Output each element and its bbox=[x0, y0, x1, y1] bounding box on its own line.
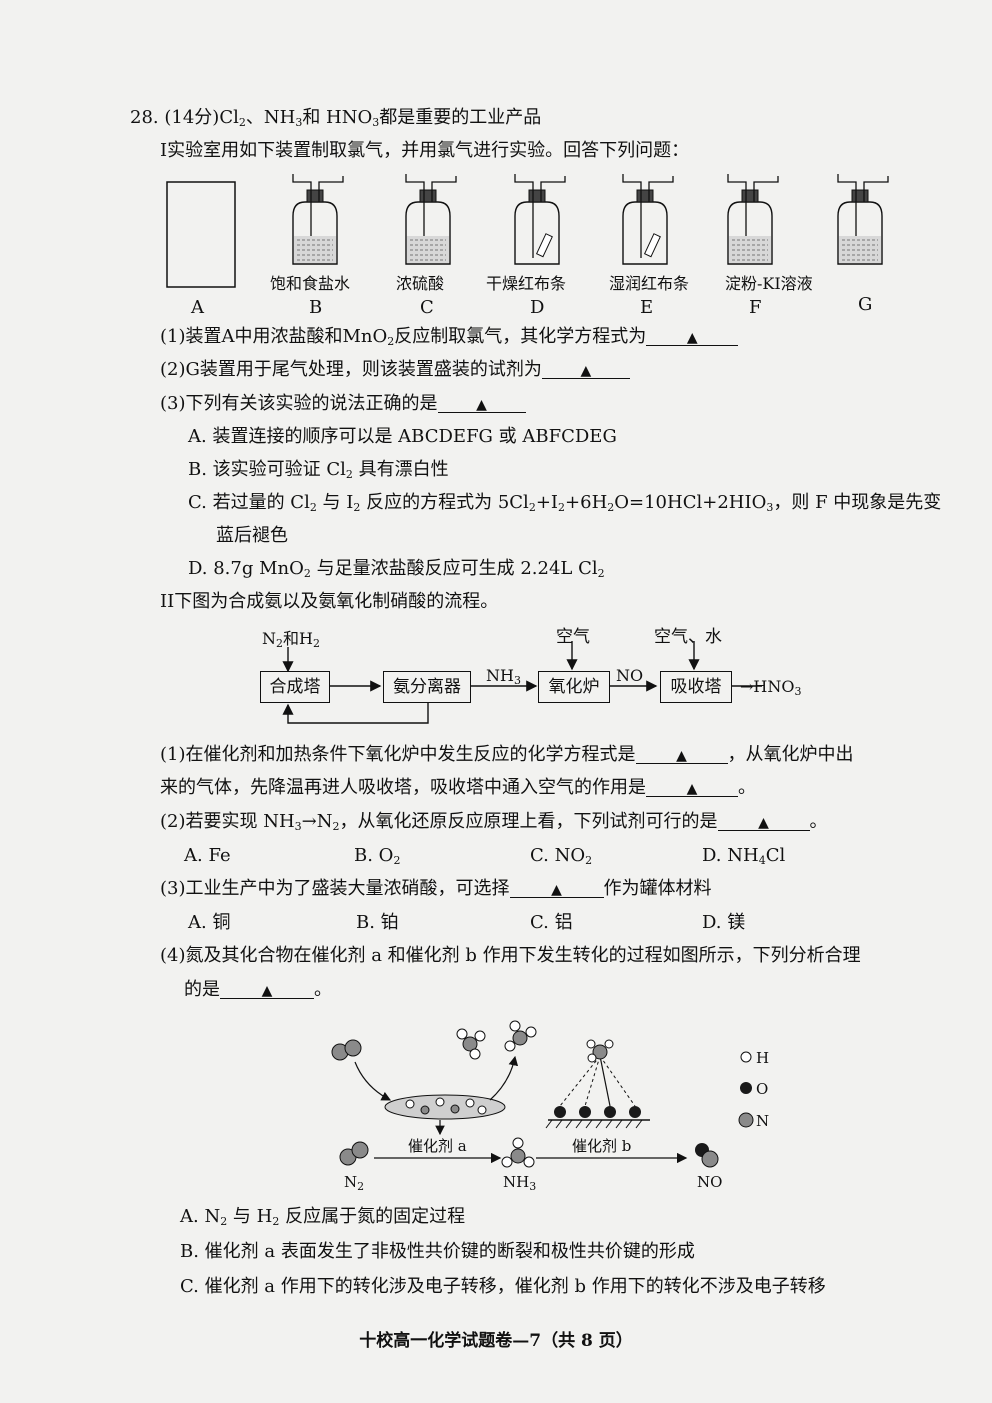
answer-blank-p1q3[interactable]: ▲ bbox=[437, 392, 526, 413]
p2-q3-option-c: C. 铝 bbox=[530, 912, 573, 933]
apparatus-letter-b: B bbox=[309, 297, 323, 318]
n2-molecule-top bbox=[331, 1039, 362, 1061]
gas-bottle-c bbox=[405, 174, 457, 265]
p2-q1-line1: (1)在催化剂和加热条件下氧化炉中发生反应的化学方程式是▲，从氧化炉中出 bbox=[160, 743, 854, 765]
p1-q1: (1)装置A中用浓盐酸和MnO2反应制取氯气，其化学方程式为▲ bbox=[160, 325, 739, 349]
n2-molecule-bottom bbox=[339, 1141, 369, 1166]
legend-h-label: H bbox=[756, 1049, 770, 1067]
gas-bottle-f bbox=[727, 174, 779, 265]
p2-q2-option-c: C. NO2 bbox=[530, 845, 593, 867]
label-no: NO bbox=[697, 1173, 723, 1191]
flow-box-absorption-tower: 吸收塔 bbox=[660, 671, 732, 703]
part1-title: I实验室用如下装置制取氯气，并用氯气进行实验。回答下列问题： bbox=[160, 140, 690, 161]
gas-bottle-d bbox=[514, 174, 566, 265]
catalyst-diagram bbox=[331, 1020, 754, 1168]
label-catalyst-b: 催化剂 b bbox=[572, 1137, 632, 1155]
p1-q3-option-b: B. 该实验可验证 Cl2 具有漂白性 bbox=[188, 459, 449, 481]
p2-q3-option-d: D. 镁 bbox=[702, 912, 746, 933]
flow-input-n2-h2: N2和H2 bbox=[262, 629, 320, 650]
apparatus-letter-d: D bbox=[530, 297, 545, 318]
legend-o-label: O bbox=[756, 1080, 769, 1098]
p2-q4-option-a: A. N2 与 H2 反应属于氮的固定过程 bbox=[180, 1206, 466, 1228]
p2-q4-line1: (4)氮及其化合物在催化剂 a 和催化剂 b 作用下发生转化的过程如图所示，下列… bbox=[160, 945, 861, 966]
gas-bottle-g bbox=[837, 174, 889, 265]
catalyst-a-surface bbox=[384, 1094, 506, 1120]
p2-q1-line2: 来的气体，先降温再进人吸收塔，吸收塔中通入空气的作用是▲。 bbox=[160, 776, 756, 798]
no-molecule-bottom bbox=[695, 1143, 719, 1168]
nh3-molecule-top-1 bbox=[456, 1028, 486, 1060]
catalyst-b-surface bbox=[545, 1039, 650, 1129]
apparatus-letter-g: G bbox=[858, 294, 873, 315]
apparatus-label-b: 饱和食盐水 bbox=[270, 274, 351, 293]
apparatus-letter-f: F bbox=[749, 297, 762, 318]
nh3-molecule-bottom bbox=[501, 1137, 535, 1168]
p2-q4-option-c: C. 催化剂 a 作用下的转化涉及电子转移，催化剂 b 作用下的转化不涉及电子转… bbox=[180, 1276, 826, 1297]
answer-blank-p1q2[interactable]: ▲ bbox=[541, 358, 630, 379]
p1-q3-option-a: A. 装置连接的顺序可以是 ABCDEFG 或 ABFCDEG bbox=[188, 426, 617, 447]
question-header: 28. (14分)Cl2、NH3和 HNO3都是重要的工业产品 bbox=[130, 107, 542, 129]
atom-legend bbox=[738, 1051, 754, 1128]
p1-q2: (2)G装置用于尾气处理，则该装置盛装的试剂为▲ bbox=[160, 358, 630, 382]
p2-q2-option-b: B. O2 bbox=[354, 845, 401, 867]
p2-q4-option-b: B. 催化剂 a 表面发生了非极性共价键的断裂和极性共价键的形成 bbox=[180, 1241, 695, 1262]
apparatus-a-box bbox=[166, 181, 236, 288]
flow-label-nh3: NH3 bbox=[486, 666, 521, 687]
p2-q4-line2: 的是▲。 bbox=[184, 978, 332, 1000]
p2-q2-option-d: D. NH4Cl bbox=[702, 845, 786, 867]
apparatus-label-c: 浓硫酸 bbox=[396, 274, 445, 293]
flow-label-no: NO bbox=[616, 666, 644, 685]
p1-q3-option-c-cont: 蓝后褪色 bbox=[216, 525, 288, 546]
answer-blank-p1q1[interactable]: ▲ bbox=[646, 325, 739, 346]
p2-q3: (3)工业生产中为了盛装大量浓硝酸，可选择▲作为罐体材料 bbox=[160, 877, 712, 899]
flow-box-oxidation-furnace: 氧化炉 bbox=[538, 671, 610, 703]
p1-q3: (3)下列有关该实验的说法正确的是▲ bbox=[160, 392, 526, 416]
flow-box-synthesis-tower: 合成塔 bbox=[260, 671, 330, 703]
label-catalyst-a: 催化剂 a bbox=[408, 1137, 467, 1155]
nh3-molecule-top-2 bbox=[504, 1020, 537, 1052]
part2-title: II下图为合成氨以及氨氧化制硝酸的流程。 bbox=[160, 591, 499, 612]
apparatus-label-f: 淀粉-KI溶液 bbox=[725, 274, 813, 293]
apparatus-label-e: 湿润红布条 bbox=[609, 274, 690, 293]
answer-blank-p2q1a[interactable]: ▲ bbox=[635, 743, 728, 764]
p2-q2-option-a: A. Fe bbox=[184, 845, 231, 866]
flow-box-ammonia-separator: 氨分离器 bbox=[383, 671, 471, 703]
p2-q3-option-a: A. 铜 bbox=[188, 912, 231, 933]
gas-bottle-e bbox=[622, 174, 674, 265]
apparatus-letter-a: A bbox=[191, 297, 204, 318]
p2-q3-option-b: B. 铂 bbox=[356, 912, 399, 933]
apparatus-label-d: 干燥红布条 bbox=[486, 274, 567, 293]
p1-q3-option-d: D. 8.7g MnO2 与足量浓盐酸反应可生成 2.24L Cl2 bbox=[188, 558, 605, 580]
answer-blank-p2q2[interactable]: ▲ bbox=[717, 810, 810, 831]
flow-input-air: 空气 bbox=[556, 627, 590, 647]
gas-bottle-b bbox=[292, 174, 344, 265]
flow-output-hno3: →HNO3 bbox=[740, 677, 802, 698]
p1-q3-option-c: C. 若过量的 Cl2 与 I2 反应的方程式为 5Cl2+I2+6H2O=10… bbox=[188, 492, 942, 514]
flow-diagram-lines bbox=[282, 641, 762, 724]
apparatus-figure bbox=[166, 174, 889, 288]
apparatus-letter-e: E bbox=[640, 297, 654, 318]
page-footer: 十校高一化学试题卷—7（共 8 页） bbox=[359, 1331, 633, 1351]
answer-blank-p2q4[interactable]: ▲ bbox=[220, 978, 314, 999]
apparatus-letter-c: C bbox=[420, 297, 434, 318]
label-nh3: NH3 bbox=[503, 1173, 537, 1193]
p2-q2: (2)若要实现 NH3→N2，从氧化还原反应原理上看，下列试剂可行的是▲。 bbox=[160, 810, 828, 833]
answer-blank-p2q1b[interactable]: ▲ bbox=[646, 776, 738, 797]
legend-n-label: N bbox=[756, 1112, 770, 1130]
answer-blank-p2q3[interactable]: ▲ bbox=[509, 877, 604, 898]
flow-input-air-water: 空气、水 bbox=[654, 627, 722, 647]
label-n2: N2 bbox=[344, 1173, 365, 1193]
